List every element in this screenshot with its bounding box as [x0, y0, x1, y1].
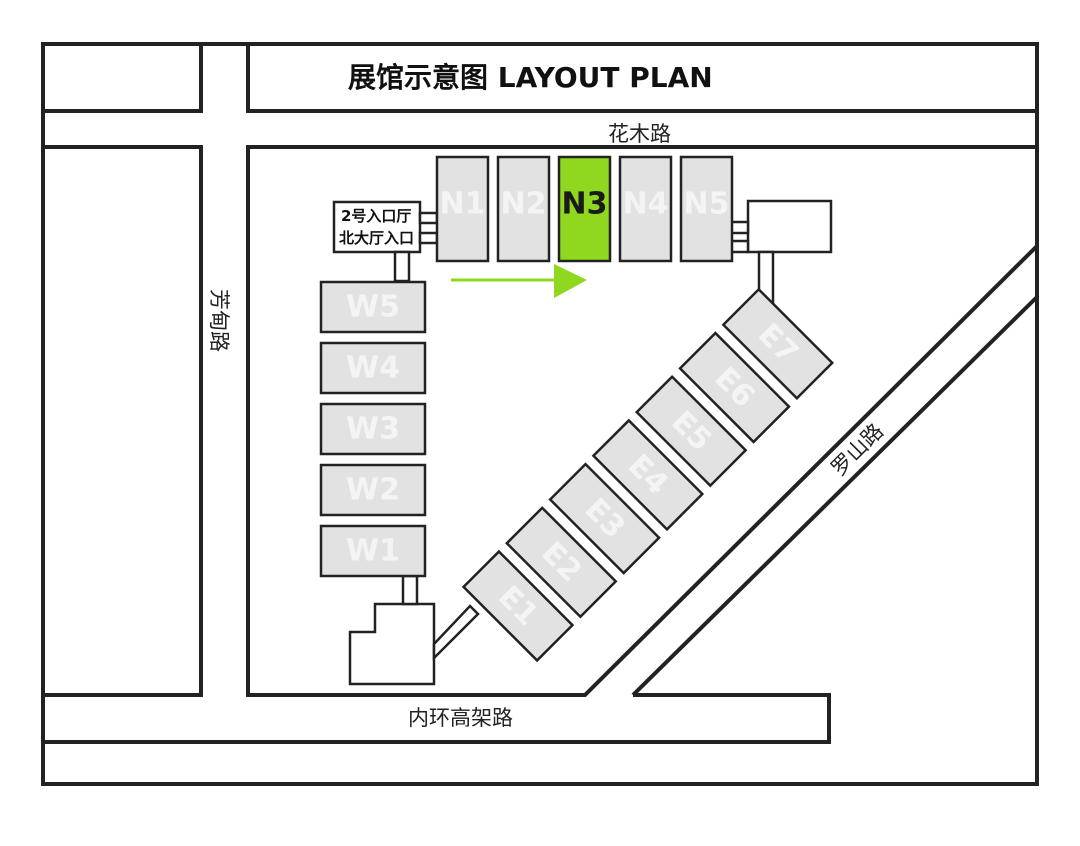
top-left-block — [41, 42, 203, 113]
hall-box[interactable] — [548, 462, 661, 575]
hall-e5[interactable]: E5 — [634, 374, 748, 488]
entrance-hall — [332, 200, 422, 254]
south-road-boundary — [43, 693, 831, 744]
hall-label: W1 — [346, 534, 400, 569]
entrance-connector-down — [393, 250, 411, 283]
hall-box[interactable] — [678, 331, 791, 444]
southwest-annex-connector — [401, 574, 419, 606]
west-block — [41, 145, 203, 697]
direction-arrow — [451, 264, 587, 298]
hall-label: W4 — [346, 351, 400, 386]
exhibition-site — [246, 145, 1039, 697]
hall-box[interactable] — [319, 341, 427, 395]
hall-label: N3 — [562, 187, 608, 222]
hall-box[interactable] — [557, 155, 612, 263]
road-label-south: 内环高架路 — [408, 706, 513, 730]
hall-n1[interactable]: N1 — [435, 155, 490, 263]
hall-label: W2 — [346, 473, 400, 508]
arrow-head — [554, 264, 587, 298]
hall-w1[interactable]: W1 — [319, 524, 427, 578]
entrance-label-2: 北大厅入口 — [339, 229, 414, 247]
hall-box[interactable] — [679, 155, 734, 263]
hall-w3[interactable]: W3 — [319, 402, 427, 456]
hall-e2[interactable]: E2 — [505, 506, 618, 619]
hall-box[interactable] — [505, 506, 618, 619]
hall-e1[interactable]: E1 — [461, 549, 575, 663]
map-frame — [41, 42, 1039, 786]
road-label-north: 花木路 — [608, 122, 671, 146]
east-road-boundary — [631, 295, 1039, 697]
hall-label: N1 — [440, 187, 486, 222]
hall-label: N5 — [684, 187, 730, 222]
hall-box[interactable] — [721, 287, 835, 401]
hall-n3[interactable]: N3 — [557, 155, 612, 263]
hall-box[interactable] — [496, 155, 551, 263]
hall-e4[interactable]: E4 — [591, 418, 705, 532]
map-title: 展馆示意图 LAYOUT PLAN — [348, 61, 713, 94]
entrance-label-1: 2号入口厅 — [341, 207, 411, 225]
southwest-annex-link — [432, 604, 480, 662]
hall-label: W3 — [346, 412, 400, 447]
hall-box[interactable] — [319, 524, 427, 578]
hall-e3[interactable]: E3 — [548, 462, 661, 575]
hall-label: N4 — [623, 187, 669, 222]
title-block — [246, 42, 1039, 113]
hall-box[interactable] — [591, 418, 705, 532]
hall-w5[interactable]: W5 — [319, 280, 427, 334]
hall-box[interactable] — [319, 402, 427, 456]
hall-box[interactable] — [435, 155, 490, 263]
hall-box[interactable] — [319, 463, 427, 517]
hall-w2[interactable]: W2 — [319, 463, 427, 517]
entrance-connector-lower — [418, 231, 439, 245]
north-hall-row: N1 N2 N3 N4 N5 — [435, 155, 734, 263]
hall-n2[interactable]: N2 — [496, 155, 551, 263]
hall-box[interactable] — [319, 280, 427, 334]
hall-box[interactable] — [634, 374, 748, 488]
hall-e7[interactable]: E7 — [721, 287, 835, 401]
road-label-west-text: 芳甸路 — [207, 289, 231, 352]
hall-label: N2 — [501, 187, 547, 222]
hall-label: W5 — [346, 290, 400, 325]
hall-e6[interactable]: E6 — [678, 331, 791, 444]
hall-box[interactable] — [618, 155, 673, 263]
hall-w4[interactable]: W4 — [319, 341, 427, 395]
southwest-annex — [348, 602, 436, 686]
hall-box[interactable] — [461, 549, 575, 663]
hall-n4[interactable]: N4 — [618, 155, 673, 263]
road-label-west: 芳甸路 — [207, 289, 231, 352]
east-annex — [746, 199, 833, 254]
hall-n5[interactable]: N5 — [679, 155, 734, 263]
entrance-connector-upper — [418, 211, 439, 225]
